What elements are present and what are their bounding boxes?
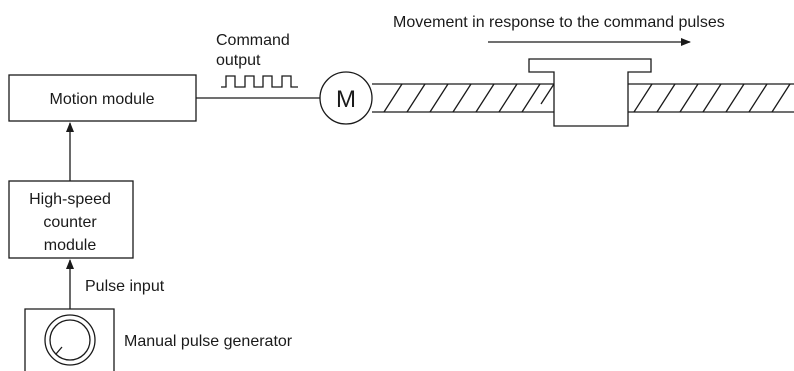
manual-pulse-generator-label: Manual pulse generator (124, 333, 293, 350)
command-output-label-line2: output (216, 52, 261, 69)
moving-table (528, 58, 652, 127)
pulse-input-label: Pulse input (85, 278, 165, 295)
counter-label-line2: counter (43, 214, 97, 231)
motion-module: Motion module (8, 74, 197, 122)
dial-inner (49, 319, 91, 361)
counter-label-line3: module (44, 237, 97, 254)
high-speed-counter-module: High-speed counter module (8, 180, 134, 259)
motion-module-label: Motion module (50, 91, 155, 108)
counter-label-line1: High-speed (29, 191, 111, 208)
ball-screw-left (372, 83, 555, 113)
ball-screw-right (628, 83, 794, 113)
pulse-train-icon (221, 75, 298, 88)
manual-pulse-generator (24, 308, 115, 371)
dial-pointer (55, 346, 63, 355)
movement-label: Movement in response to the command puls… (393, 14, 725, 31)
motor: M (319, 71, 373, 125)
motor-label: M (336, 86, 356, 113)
command-output-label-line1: Command (216, 32, 290, 49)
dial-outer (44, 314, 96, 366)
